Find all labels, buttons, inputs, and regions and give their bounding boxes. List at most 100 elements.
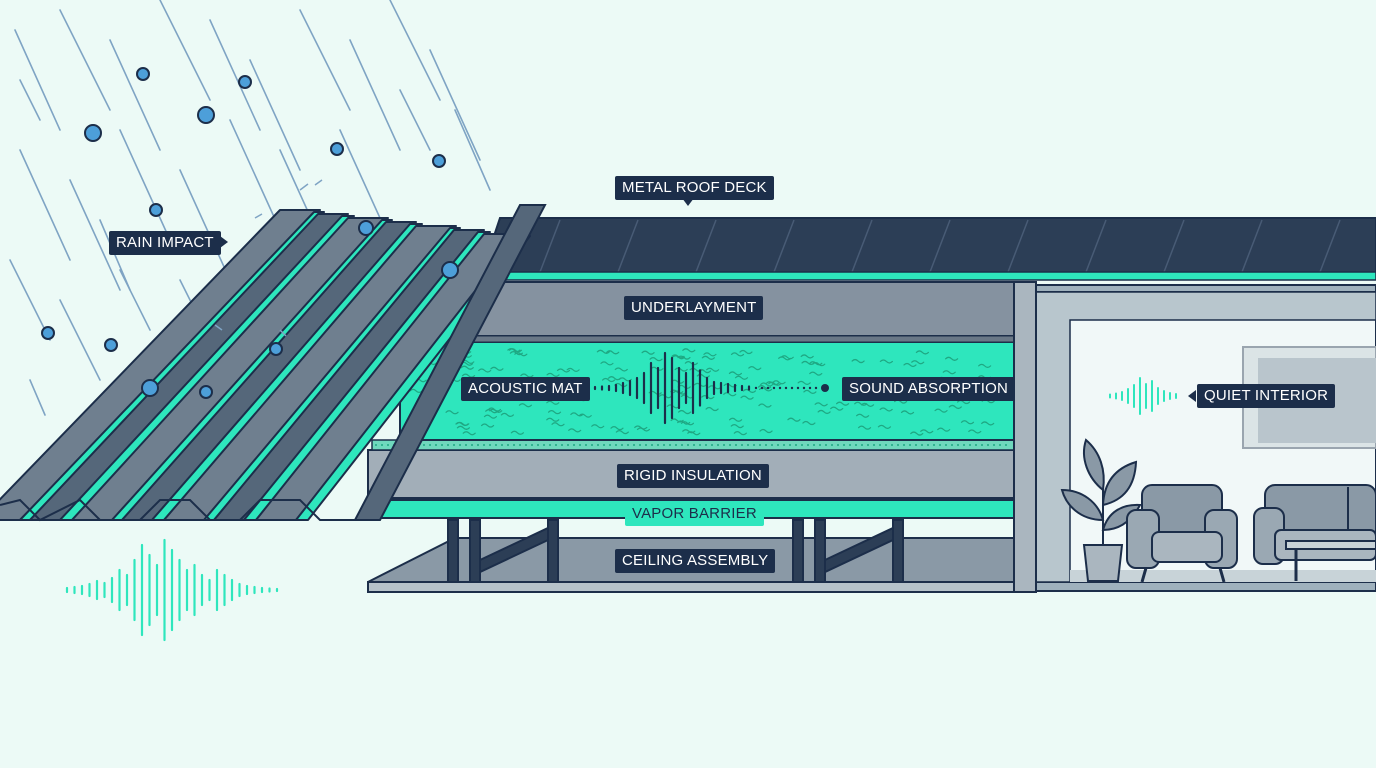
strip-dot	[603, 444, 605, 446]
mat-fiber	[520, 373, 534, 378]
rain-streak	[14, 29, 61, 131]
strip-dot	[879, 444, 881, 446]
strip-dot	[687, 444, 689, 446]
rain-drop-icon	[269, 342, 283, 356]
acoustic-mat-texture	[375, 347, 1007, 446]
mat-fiber	[666, 404, 680, 409]
rain-streak	[229, 119, 281, 231]
mat-fiber	[760, 382, 774, 387]
rain-streak	[349, 39, 401, 151]
strip-dot	[627, 444, 629, 446]
mat-fiber	[879, 359, 893, 364]
mat-fiber	[778, 356, 792, 361]
strip-dot	[849, 444, 851, 446]
mat-fiber	[934, 408, 948, 413]
strip-dot	[561, 444, 563, 446]
strip-dot	[825, 444, 827, 446]
mat-fiber	[728, 371, 743, 376]
strip-dot	[843, 444, 845, 446]
mat-fiber	[615, 430, 629, 435]
strip-dot	[819, 444, 821, 446]
mat-fiber	[920, 429, 934, 434]
strip-dot	[789, 444, 791, 446]
strip-dot	[513, 444, 515, 446]
mat-fiber	[601, 377, 616, 383]
strip-dot	[915, 444, 917, 446]
metal-roof-deck-flat	[478, 217, 1376, 279]
mat-fiber	[546, 372, 560, 377]
mat-fiber	[723, 392, 737, 397]
mat-fiber	[705, 406, 719, 412]
mat-fiber	[960, 420, 975, 425]
rain-drop-icon	[197, 106, 215, 124]
mat-fiber	[968, 429, 982, 434]
rain-drop-icon	[330, 142, 344, 156]
mat-fiber	[948, 404, 962, 410]
strip-dot	[555, 444, 557, 446]
rain-streak	[29, 379, 46, 416]
mat-fiber	[758, 403, 772, 408]
rain-streak	[454, 109, 491, 191]
strip-dot	[543, 444, 545, 446]
rain-streak	[299, 9, 351, 111]
deck-seam	[851, 219, 873, 273]
rain-streak	[19, 149, 71, 261]
absorption-dot	[814, 386, 818, 390]
mat-fiber	[733, 431, 747, 436]
mat-fiber	[671, 355, 686, 360]
corrugated-rib	[163, 225, 457, 521]
mat-fiber	[483, 414, 498, 419]
rain-drop-icon	[149, 203, 163, 217]
ceiling-assembly-label: CEILING ASSEMBLY	[615, 549, 776, 573]
mat-fiber	[508, 348, 523, 353]
mat-fiber	[742, 388, 757, 394]
mat-fiber	[748, 365, 762, 371]
strip-dot	[591, 444, 593, 446]
mat-fiber	[568, 428, 582, 433]
absorption-dot	[808, 386, 812, 390]
mat-fiber	[860, 402, 875, 407]
roof-edge-flashing	[353, 204, 547, 521]
mat-fiber	[634, 425, 648, 430]
mat-fiber	[703, 352, 717, 357]
strip-dot	[759, 444, 761, 446]
strip-dot	[951, 444, 953, 446]
strip-dot	[927, 444, 929, 446]
rain-drop-icon	[238, 75, 252, 89]
strip-dot	[975, 444, 977, 446]
strip-dot	[465, 444, 467, 446]
mat-fiber	[787, 417, 801, 422]
mat-fiber	[730, 352, 745, 357]
mat-fiber	[910, 431, 924, 436]
deck-seam	[695, 219, 717, 273]
mat-fiber	[649, 357, 663, 362]
strip-dot	[375, 444, 377, 446]
mat-fiber	[812, 362, 826, 367]
rain-streak	[9, 259, 51, 341]
mat-fiber	[610, 426, 624, 431]
mat-fiber	[739, 349, 753, 355]
strip-dot	[477, 444, 479, 446]
strip-dot	[507, 444, 509, 446]
rain-streak	[399, 89, 431, 151]
mat-fiber	[803, 389, 817, 394]
mat-fiber	[730, 424, 744, 429]
mat-fiber	[455, 421, 469, 427]
strip-dot	[981, 444, 983, 446]
mat-fiber	[518, 403, 533, 408]
mat-fiber	[614, 382, 628, 388]
mat-fiber	[566, 367, 580, 372]
strip-dot	[747, 444, 749, 446]
mat-fiber	[456, 425, 470, 430]
strip-dot	[537, 444, 539, 446]
strip-dot	[459, 444, 461, 446]
corrugated-edge	[0, 498, 355, 522]
strip-dot	[573, 444, 575, 446]
rain-drop-icon	[136, 67, 150, 81]
strip-dot	[447, 444, 449, 446]
sound-wave-icon	[1109, 377, 1177, 415]
strip-dot	[717, 444, 719, 446]
strip-dot	[873, 444, 875, 446]
strip-dot	[681, 444, 683, 446]
rain-streak	[119, 129, 171, 241]
